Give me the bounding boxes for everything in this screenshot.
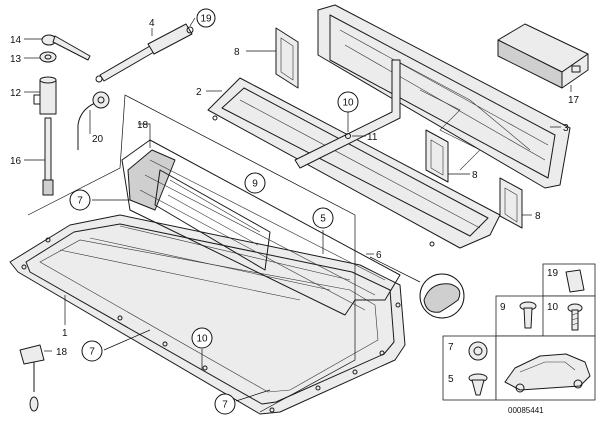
tray-screw-holes [21,237,401,413]
inset-label-10: 10 [547,302,559,313]
control-module-box [497,23,589,89]
grommet [39,51,57,63]
bearing-sleeve [33,76,57,115]
svg-text:7: 7 [89,347,95,358]
callout-19-top: 19 [196,8,216,28]
label-13: 13 [10,54,22,65]
svg-text:7: 7 [77,196,83,207]
svg-text:7: 7 [222,400,228,411]
label-6: 6 [376,250,382,261]
soft-top-tray-compartment [9,214,406,415]
expanding-rivet [468,373,488,396]
spring-clip [468,341,488,361]
cable-bowden [77,91,110,150]
rear-hinge-rail [317,4,571,189]
callout-5: 5 [312,207,334,229]
callout-9: 9 [244,172,266,194]
label-14: 14 [10,35,22,46]
label-18-bottom: 18 [56,347,68,358]
car-silhouette [504,353,591,393]
label-2: 2 [196,87,202,98]
cover-panel [207,77,501,249]
diagram-document-id: 00085441 [508,406,544,415]
callout-7-left: 7 [69,189,91,211]
rod [42,117,54,196]
label-12: 12 [10,88,22,99]
label-3: 3 [563,123,569,134]
sensor-switch [19,344,45,412]
label-8-top: 8 [234,47,240,58]
label-11: 11 [367,132,378,143]
svg-text:9: 9 [252,179,258,190]
label-8-mid: 8 [472,170,478,181]
inset-fasteners [442,263,596,401]
tray-frame [121,139,401,316]
inset-label-7: 7 [448,342,454,353]
inset-label-9: 9 [500,302,506,313]
screw-fastener [567,303,583,331]
svg-text:10: 10 [342,98,354,109]
cross-brace [294,59,401,169]
callout-10-bottom: 10 [191,327,213,349]
clip-fastener [565,269,585,293]
inset-label-5: 5 [448,374,454,385]
svg-text:10: 10 [196,334,208,345]
label-8-right: 8 [535,211,541,222]
label-18-top: 18 [137,120,149,131]
push-rivet [519,301,537,329]
label-20: 20 [92,134,104,145]
callout-10-top: 10 [337,91,359,113]
bracket-mid [425,129,449,183]
leader-lines [24,17,572,402]
label-16: 16 [10,156,22,167]
gas-strut [95,23,194,83]
label-4: 4 [149,18,155,29]
label-17: 17 [568,95,580,106]
bracket-top [275,27,299,89]
callout-7-bottom-left: 7 [81,340,103,362]
callout-7-bottom: 7 [214,393,236,415]
clamp-ring [41,34,91,61]
inset-label-19: 19 [547,268,559,279]
seal-detail [369,256,465,319]
assembly-outline [27,94,356,413]
label-1: 1 [62,328,68,339]
svg-text:5: 5 [320,214,326,225]
svg-text:19: 19 [200,14,212,25]
bracket-right [499,177,523,229]
